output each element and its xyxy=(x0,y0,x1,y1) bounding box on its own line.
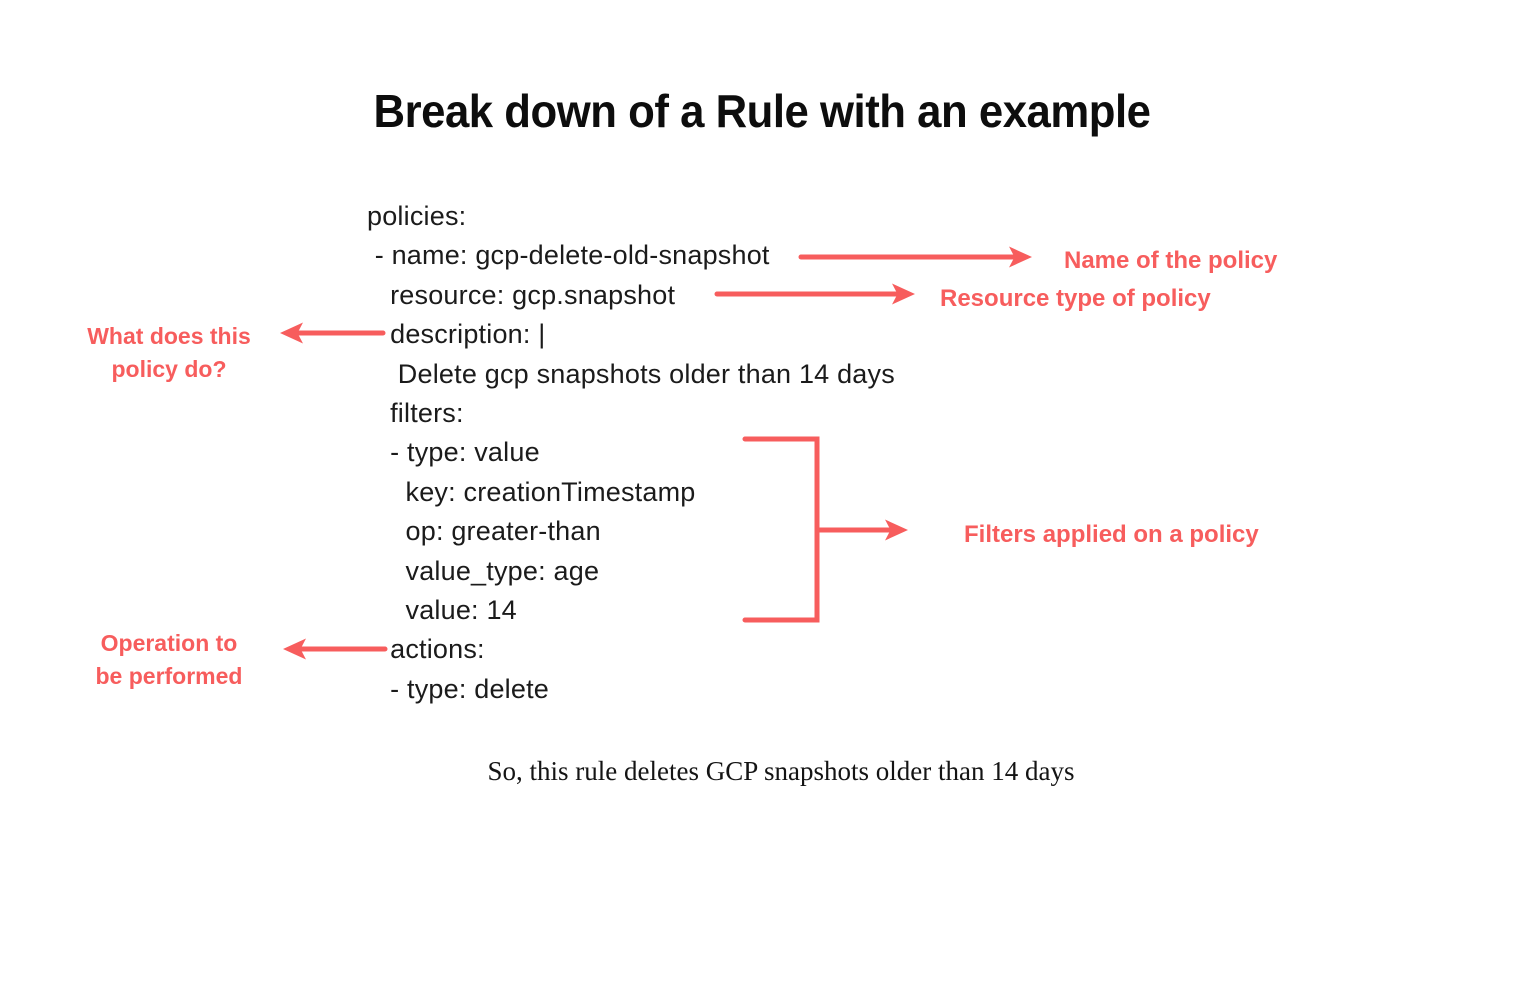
description-annotation-line2: policy do? xyxy=(111,356,227,382)
description-annotation-label: What does this policy do? xyxy=(70,320,268,386)
code-line-description-text: Delete gcp snapshots older than 14 days xyxy=(367,358,895,389)
filters-annotation-label: Filters applied on a policy xyxy=(964,521,1259,548)
actions-annotation-label: Operation to be performed xyxy=(78,627,260,693)
summary-note: So, this rule deletes GCP snapshots olde… xyxy=(487,756,1075,786)
code-line-name: - name: gcp-delete-old-snapshot xyxy=(367,240,770,271)
code-line-filter-value-type: value_type: age xyxy=(367,555,600,586)
code-line-filter-value: value: 14 xyxy=(367,595,517,626)
code-line-filter-type: - type: value xyxy=(367,437,540,468)
resource-annotation-label: Resource type of policy xyxy=(940,285,1211,312)
actions-annotation-line1: Operation to xyxy=(100,630,238,656)
code-line-description: description: | xyxy=(367,319,546,350)
page-title: Break down of a Rule with an example xyxy=(373,85,1151,137)
code-line-resource: resource: gcp.snapshot xyxy=(367,279,676,310)
code-line-action-type: - type: delete xyxy=(367,673,549,704)
code-line-filter-op: op: greater-than xyxy=(367,516,601,547)
code-line-filters: filters: xyxy=(367,398,464,429)
description-annotation-line1: What does this xyxy=(87,323,251,349)
code-line-filter-key: key: creationTimestamp xyxy=(367,476,696,507)
code-line-policies: policies: xyxy=(367,201,467,231)
code-line-actions: actions: xyxy=(367,634,485,665)
actions-annotation-line2: be performed xyxy=(95,663,243,689)
name-annotation-label: Name of the policy xyxy=(1064,247,1278,274)
yaml-code-block: policies: - name: gcp-delete-old-snapsho… xyxy=(367,197,895,709)
